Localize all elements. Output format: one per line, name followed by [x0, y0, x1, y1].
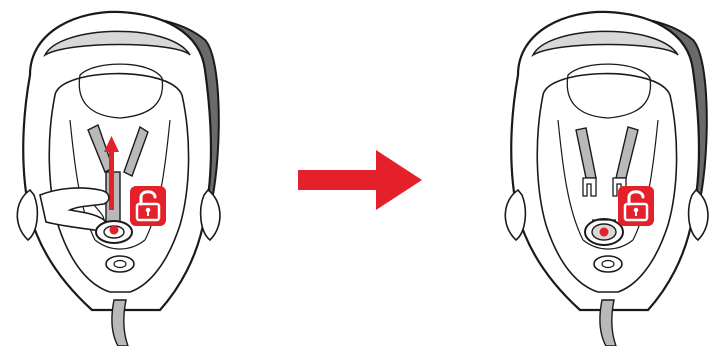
buckle-icon — [585, 219, 623, 245]
panel-before — [17, 12, 220, 346]
car-seat-right — [505, 12, 708, 346]
unlocked-padlock-icon — [130, 186, 166, 226]
red-release-button — [110, 226, 119, 235]
panel-after — [505, 12, 708, 346]
red-release-button — [600, 228, 609, 237]
unlocked-padlock-icon — [618, 186, 654, 226]
buckle-icon — [96, 221, 132, 243]
right-arrow-icon — [298, 150, 422, 210]
